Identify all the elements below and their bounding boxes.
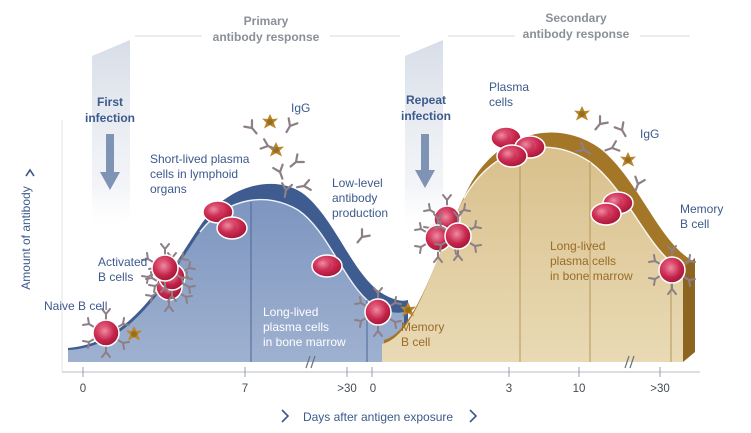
low-level-plasma-cell xyxy=(312,255,342,277)
first-infection-line1: First xyxy=(97,95,123,109)
primary-response-header: Primary antibody response xyxy=(135,14,400,44)
y-axis-label: Amount of antibody xyxy=(19,186,33,289)
memory-secondary-label-line1: Memory xyxy=(680,202,723,216)
secondary-header-line2: antibody response xyxy=(523,27,630,41)
memory-primary-label-line1: Memory xyxy=(401,320,444,334)
low-level-label-line3: production xyxy=(332,206,388,220)
secondary-response-header: Secondary antibody response xyxy=(448,11,690,41)
plasma-cell-icon xyxy=(591,203,621,225)
short-lived-label-line2: cells in lymphoid xyxy=(150,167,238,181)
antigen-icon xyxy=(620,152,636,167)
y-axis: Amount of antibody xyxy=(19,120,62,372)
x-tick-30-primary: >30 xyxy=(337,383,357,395)
antibody-icon xyxy=(592,116,608,132)
repeat-infection-line1: Repeat xyxy=(406,93,446,107)
antibody-icon xyxy=(244,120,260,136)
x-tick-30-secondary: >30 xyxy=(650,383,670,395)
igg-secondary-label: IgG xyxy=(640,127,659,141)
antigen-icon xyxy=(268,142,284,157)
antigen-icon xyxy=(574,106,590,121)
igg-primary-label: IgG xyxy=(291,101,310,115)
short-lived-label-line3: organs xyxy=(150,182,187,196)
antibody-icon xyxy=(615,122,630,138)
activated-b-cells-label-line2: B cells xyxy=(98,270,133,284)
first-infection-line2: infection xyxy=(85,111,135,125)
activated-b-cells-label-line1: Activated xyxy=(98,255,147,269)
x-tick-0: 0 xyxy=(80,383,86,395)
x-axis-label: Days after antigen exposure xyxy=(303,410,453,424)
low-level-label-line2: antibody xyxy=(332,191,377,205)
x-tick-3: 3 xyxy=(506,383,512,395)
naive-b-cell-label: Naive B cell xyxy=(44,299,107,313)
plasma-cell-icon xyxy=(497,145,527,167)
long-lived-primary-label-line1: Long-lived xyxy=(263,305,318,319)
plasma-cells-label-line1: Plasma xyxy=(489,80,529,94)
short-lived-label-line1: Short-lived plasma xyxy=(150,152,250,166)
plasma-cell-icon xyxy=(217,217,247,239)
antibody-icon xyxy=(354,229,370,245)
long-lived-secondary-label-line2: plasma cells xyxy=(550,254,616,268)
plasma-cells-label-line2: cells xyxy=(489,95,513,109)
long-lived-primary-label-line3: in bone marrow xyxy=(263,335,346,349)
antibody-icon xyxy=(296,180,311,192)
x-axis-chevron-left-icon xyxy=(282,410,288,422)
antigen-icon xyxy=(262,114,278,129)
x-tick-0-secondary: 0 xyxy=(370,383,376,395)
x-tick-10: 10 xyxy=(573,383,586,395)
first-infection-arrow: First infection xyxy=(85,40,135,236)
memory-secondary-label-line2: B cell xyxy=(680,217,709,231)
primary-header-line1: Primary xyxy=(244,14,289,28)
secondary-header-line1: Secondary xyxy=(545,11,607,25)
low-level-label-line1: Low-level xyxy=(332,176,383,190)
memory-primary-label-line2: B cell xyxy=(401,335,430,349)
long-lived-secondary-label-line3: in bone marrow xyxy=(550,269,633,283)
antibody-icon xyxy=(287,154,303,170)
x-tick-7: 7 xyxy=(242,383,248,395)
antibody-icon xyxy=(273,165,287,181)
primary-header-line2: antibody response xyxy=(213,30,320,44)
y-axis-chevron-icon xyxy=(26,170,34,176)
repeat-infection-line2: infection xyxy=(401,109,451,123)
antibody-icon xyxy=(604,141,620,155)
x-axis-chevron-right-icon xyxy=(470,410,476,422)
long-lived-primary-label-line2: plasma cells xyxy=(263,320,329,334)
antibody-icon xyxy=(282,118,297,134)
plasma-cell-icon xyxy=(312,255,342,277)
x-axis: 0 7 >30 0 3 10 >30 Days after antigen ex… xyxy=(62,356,700,424)
long-lived-secondary-label-line1: Long-lived xyxy=(550,239,605,253)
